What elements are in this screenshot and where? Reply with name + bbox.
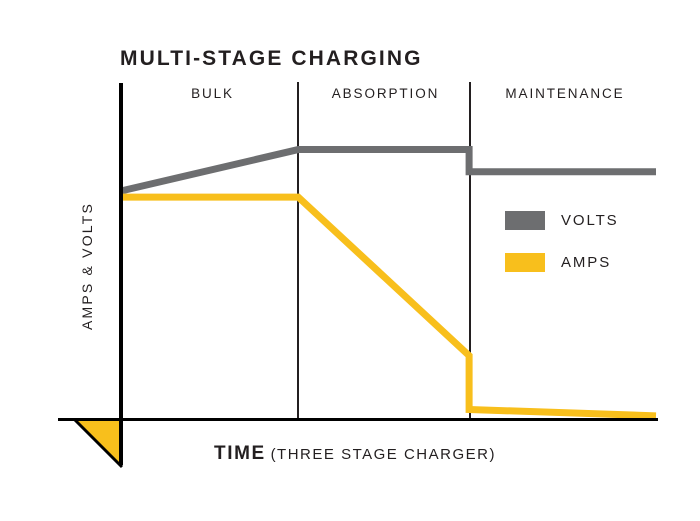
y-axis-label: AMPS & VOLTS (79, 201, 95, 331)
x-axis-label: TIME (THREE STAGE CHARGER) (120, 443, 590, 465)
legend-item-amps: AMPS (505, 247, 619, 277)
series-line-volts (121, 146, 656, 195)
y-axis-line (119, 83, 123, 465)
stage-label-absorption: ABSORPTION (331, 86, 440, 101)
legend-label-volts: VOLTS (561, 211, 619, 229)
x-axis-label-main: TIME (214, 443, 266, 464)
origin-triangle-hypotenuse (72, 417, 124, 469)
series-line-amps (122, 193, 657, 420)
legend-swatch-volts (505, 210, 545, 230)
stage-label-bulk: BULK (191, 86, 234, 101)
chart-legend: VOLTS AMPS (505, 205, 619, 289)
stage-divider-bulk-absorption (297, 82, 299, 420)
legend-label-amps: AMPS (561, 253, 612, 271)
stage-divider-absorption-maintenance (469, 82, 471, 420)
stage-label-maintenance: MAINTENANCE (505, 86, 625, 101)
chart-title: MULTI-STAGE CHARGING (120, 47, 423, 70)
legend-item-volts: VOLTS (505, 205, 619, 235)
x-axis-line (58, 418, 658, 421)
x-axis-label-sub: (THREE STAGE CHARGER) (270, 446, 496, 463)
legend-swatch-amps (505, 252, 545, 272)
